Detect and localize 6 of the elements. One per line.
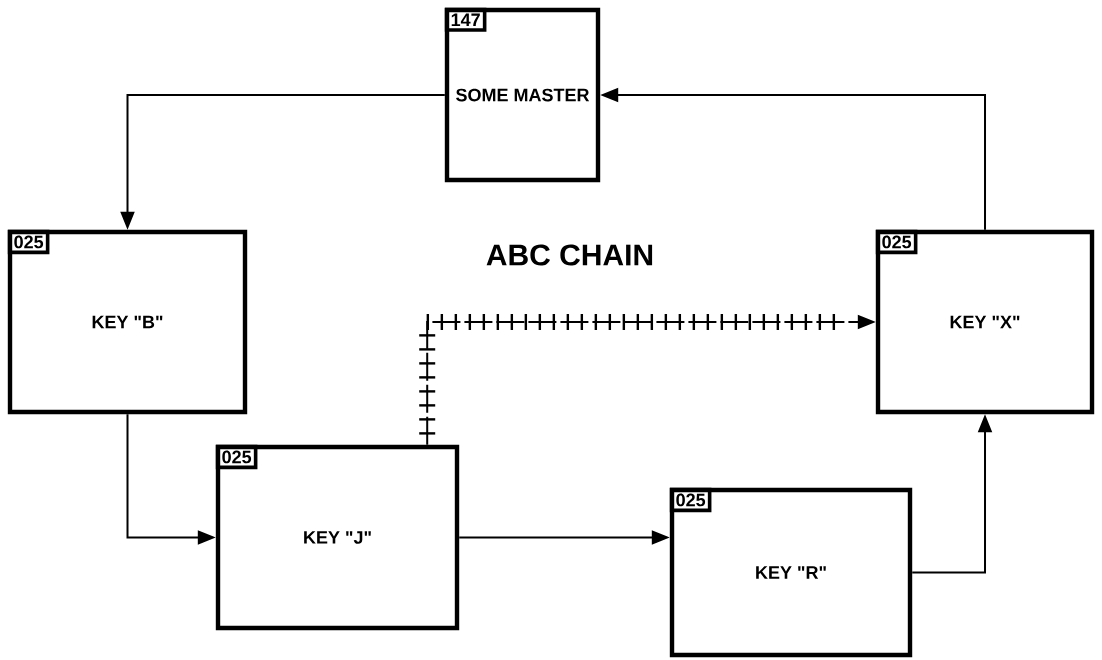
id-tag: 025 <box>875 229 918 255</box>
id-tag: 025 <box>215 444 258 470</box>
id-tag: 147 <box>444 7 487 32</box>
title: ABC CHAIN <box>486 244 653 266</box>
id-tag: 025 <box>7 229 50 255</box>
id-tag: 025 <box>669 487 712 513</box>
